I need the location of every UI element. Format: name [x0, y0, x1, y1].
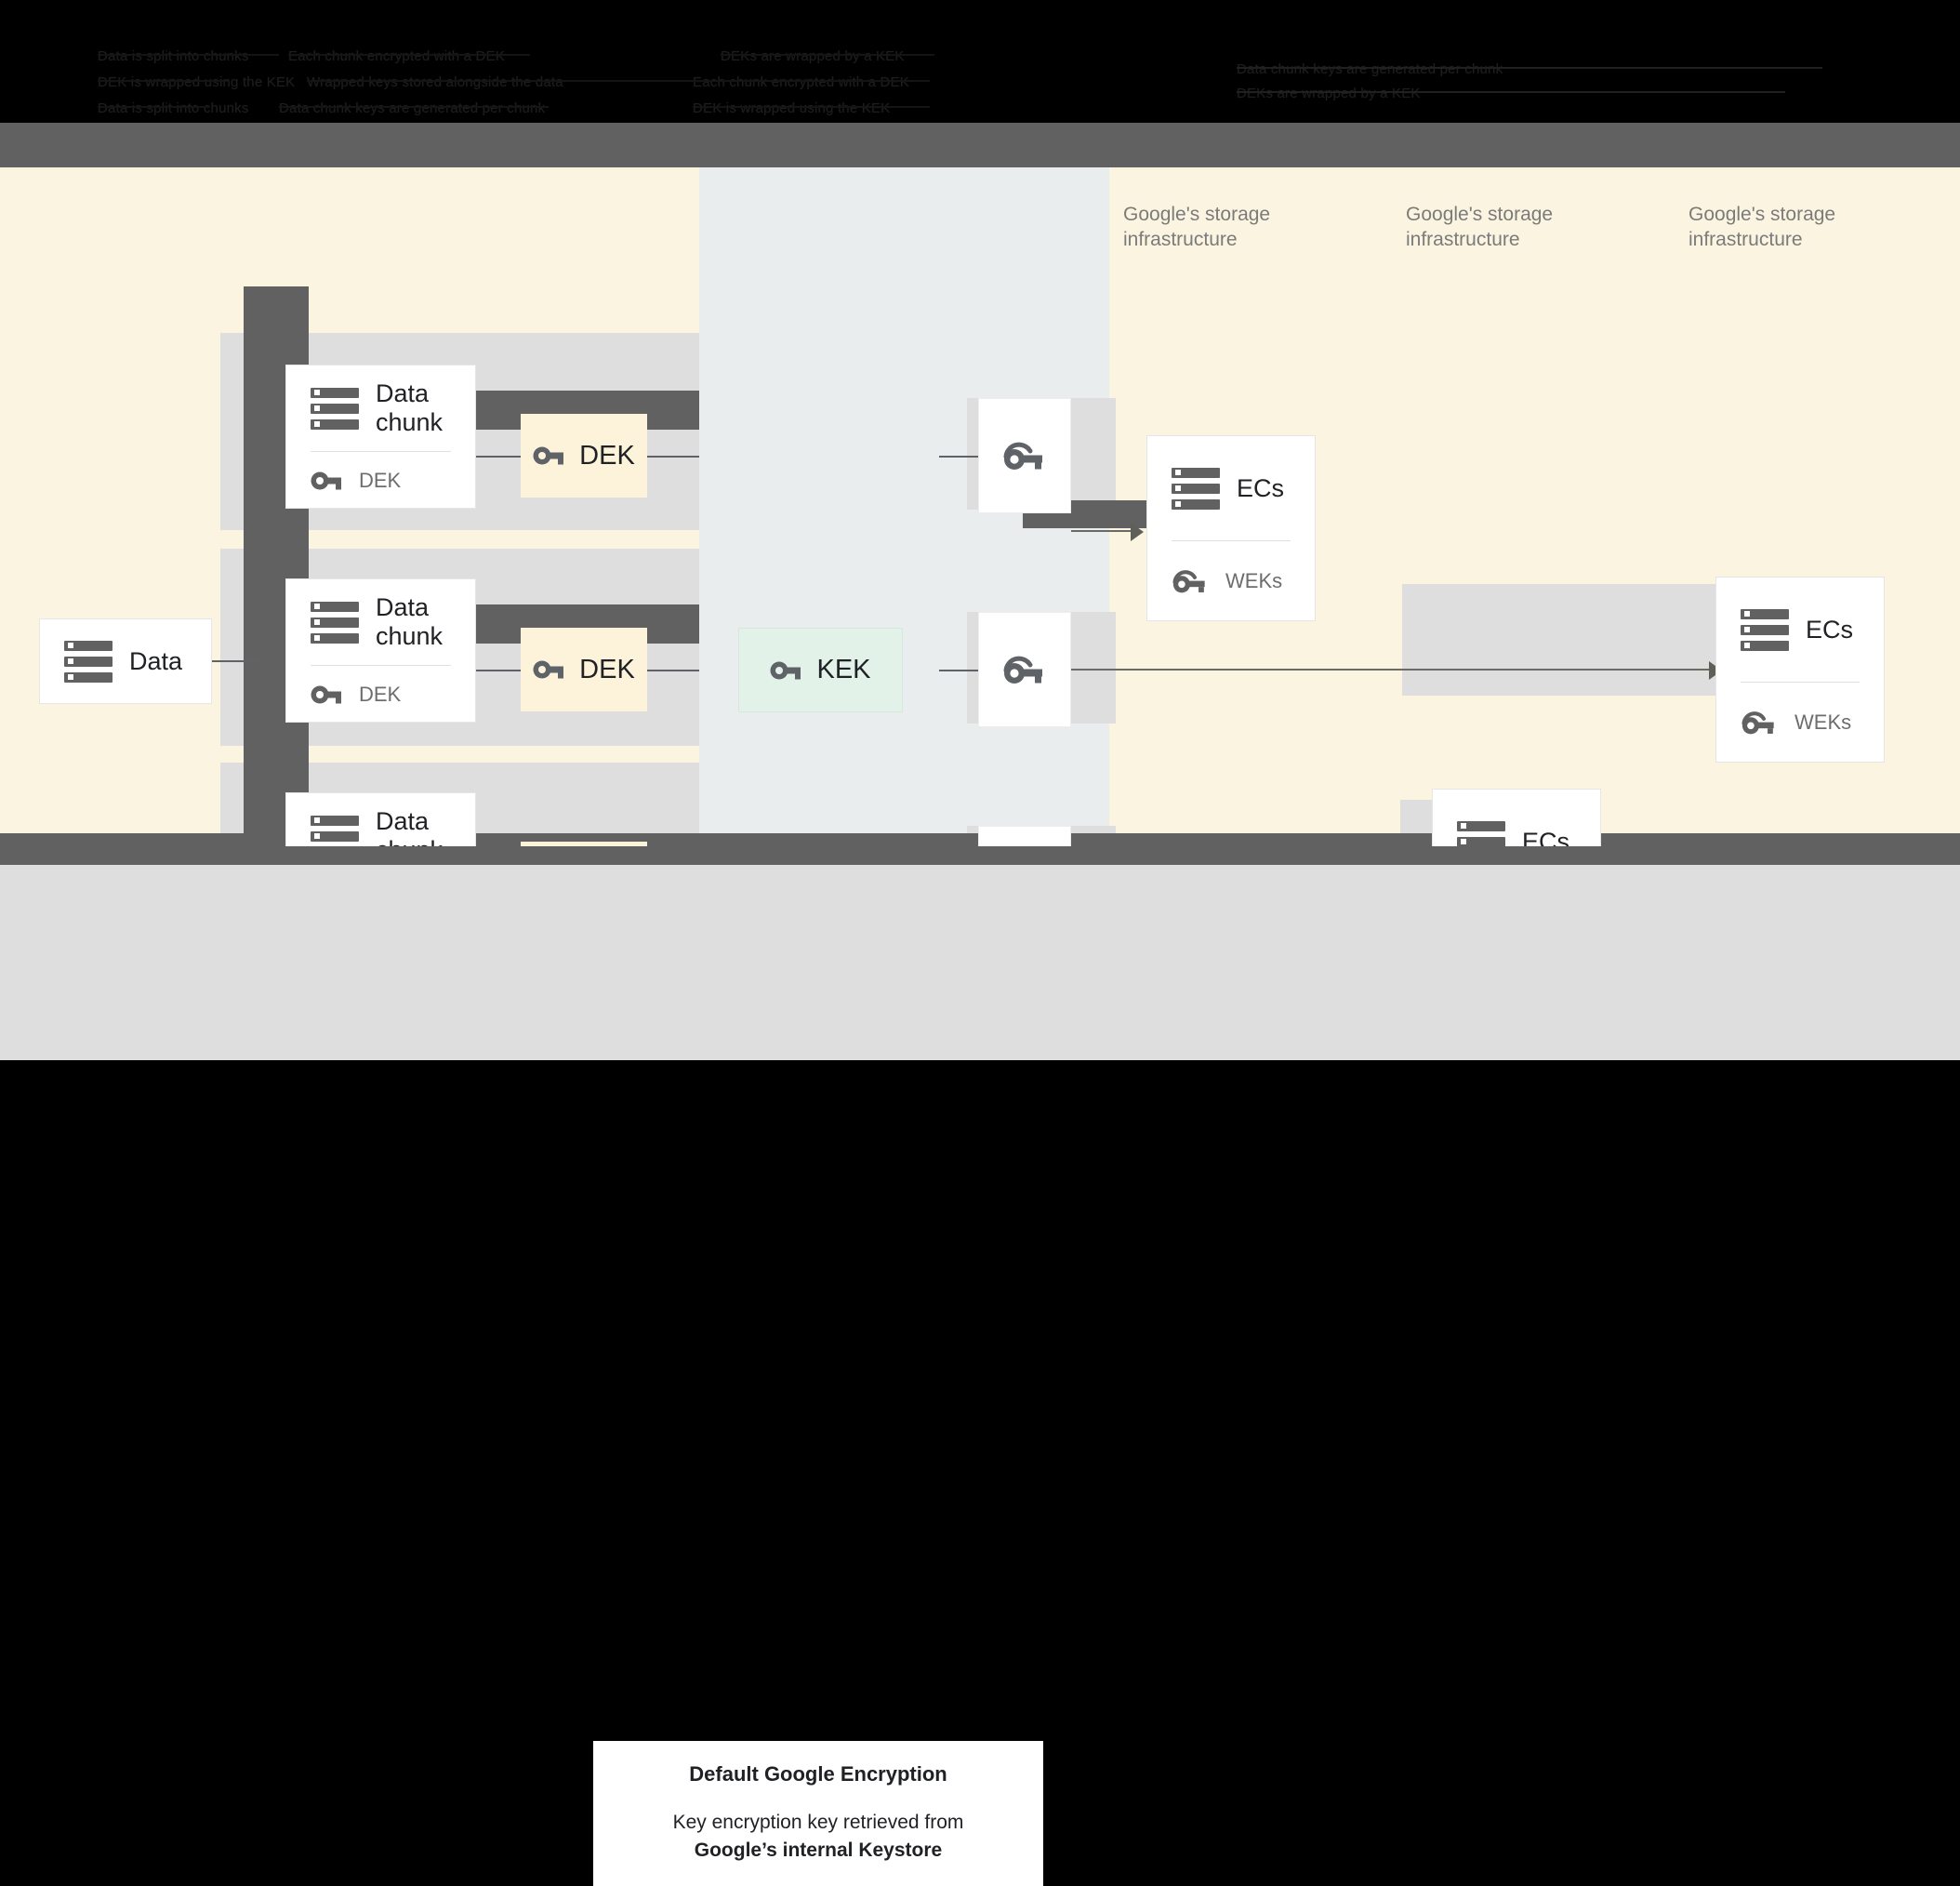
occlusion-bar-top [0, 123, 1960, 167]
banner-text-line: Data chunk keys are generated per chunk [279, 100, 546, 116]
connector-chunk1-dek [476, 456, 521, 458]
key-icon [770, 661, 801, 679]
server-icon [1741, 608, 1789, 651]
wrapped-key-icon [1741, 711, 1774, 735]
dek-box-2[interactable]: DEK [521, 628, 647, 711]
wrapped-key-box-1[interactable] [978, 398, 1071, 513]
data-source-label: Data [129, 646, 183, 675]
banner-text-line: Data is split into chunks [98, 100, 249, 116]
wrapped-key-icon [1172, 570, 1205, 593]
banner-text-line: Data is split into chunks [98, 48, 249, 64]
server-icon [311, 387, 359, 430]
caption-body-prefix: Key encryption key retrieved from [672, 1812, 964, 1833]
arrow-line-2 [1071, 669, 1713, 671]
data-chunk-card-1[interactable]: Data chunk DEK [285, 365, 476, 509]
banner-text-line: Each chunk encrypted with a DEK [693, 74, 909, 90]
banner-redaction-bar [288, 54, 530, 56]
connector-data-to-chunks [212, 660, 263, 662]
data-chunk-title: Data chunk [376, 379, 444, 436]
data-chunk-card-2[interactable]: Data chunk DEK [285, 578, 476, 723]
banner-text-line: DEKs are wrapped by a KEK [1237, 86, 1421, 101]
banner-redaction-bar [98, 80, 228, 82]
diagram-canvas: Data Data chunk DEK [0, 123, 1960, 975]
arrow-line-1 [1071, 530, 1134, 532]
banner-redaction-bar [693, 106, 930, 108]
arrow-head-1 [1131, 523, 1144, 541]
banner-redaction-bar [307, 80, 530, 82]
wrapped-key-icon [1003, 442, 1042, 470]
dek-label: DEK [579, 654, 635, 684]
data-source-card[interactable]: Data [39, 618, 212, 704]
kek-label: KEK [816, 655, 871, 684]
banner-text-line: Each chunk encrypted with a DEK [288, 48, 505, 64]
data-chunk-title: Data chunk [376, 593, 444, 650]
caption-body-strong: Google’s internal Keystore [694, 1840, 943, 1861]
wrapped-key-icon [1003, 656, 1042, 684]
banner-redaction-bar [98, 106, 209, 108]
storage-infrastructure-label-2: Google's storage infrastructure [1406, 204, 1554, 250]
banner-text-line: DEK is wrapped using the KEK [693, 100, 891, 116]
caption-title: Default Google Encryption [689, 1762, 947, 1786]
data-chunk-key-label: DEK [359, 683, 402, 706]
bottom-divider-band [0, 846, 1960, 865]
wrapped-key-box-2[interactable] [978, 612, 1071, 727]
card-divider [1741, 682, 1860, 683]
banner-redaction-bar [1237, 91, 1785, 93]
server-icon [1172, 467, 1220, 510]
banner-redaction-bar [98, 54, 279, 56]
banner-redaction-bar [521, 80, 930, 82]
key-icon [533, 446, 564, 465]
ec-title: ECs [1237, 473, 1285, 502]
ec-card-2[interactable]: ECs WEKs [1715, 577, 1885, 763]
banner-text-line: Data chunk keys are generated per chunk [1237, 61, 1503, 77]
connector-dek2-kek [647, 670, 699, 671]
server-icon [64, 640, 113, 683]
banner-redaction-bar [279, 106, 549, 108]
caption-card: Default Google Encryption Key encryption… [593, 1741, 1043, 1886]
bottom-area: Default Google Encryption Key encryption… [0, 865, 1960, 1886]
dek-label: DEK [579, 440, 635, 471]
server-icon [311, 601, 359, 644]
ec-title: ECs [1806, 615, 1854, 644]
flow-shade [1402, 584, 1765, 696]
key-icon [533, 660, 564, 679]
key-icon [311, 472, 341, 490]
key-icon [311, 685, 341, 704]
card-divider [1172, 540, 1291, 541]
ec-card-1[interactable]: ECs WEKs [1146, 435, 1316, 621]
card-divider [311, 665, 451, 666]
kek-box[interactable]: KEK [738, 628, 903, 712]
ec-key-label: WEKs [1225, 569, 1283, 592]
banner-text-line: Wrapped keys stored alongside the data [307, 74, 563, 90]
banner-text-line: DEK is wrapped using the KEK [98, 74, 296, 90]
banner-top-mask [0, 0, 1960, 39]
card-divider [311, 451, 451, 452]
storage-infrastructure-label-1: Google's storage infrastructure [1123, 204, 1271, 250]
connector-chunk2-dek [476, 670, 521, 671]
dek-box-1[interactable]: DEK [521, 414, 647, 498]
banner-text-line: DEKs are wrapped by a KEK [721, 48, 905, 64]
data-chunk-key-label: DEK [359, 469, 402, 492]
caption-body: Key encryption key retrieved from Google… [673, 1809, 964, 1865]
connector-dek1-kek [647, 456, 699, 458]
connector-to-wrapped-key-2 [939, 670, 978, 671]
ec-key-label: WEKs [1794, 711, 1852, 734]
storage-infrastructure-label-3: Google's storage infrastructure [1689, 204, 1836, 250]
banner-redaction-bar [721, 54, 934, 56]
connector-to-wrapped-key-1 [939, 456, 978, 458]
banner-redaction-bar [1237, 67, 1822, 69]
